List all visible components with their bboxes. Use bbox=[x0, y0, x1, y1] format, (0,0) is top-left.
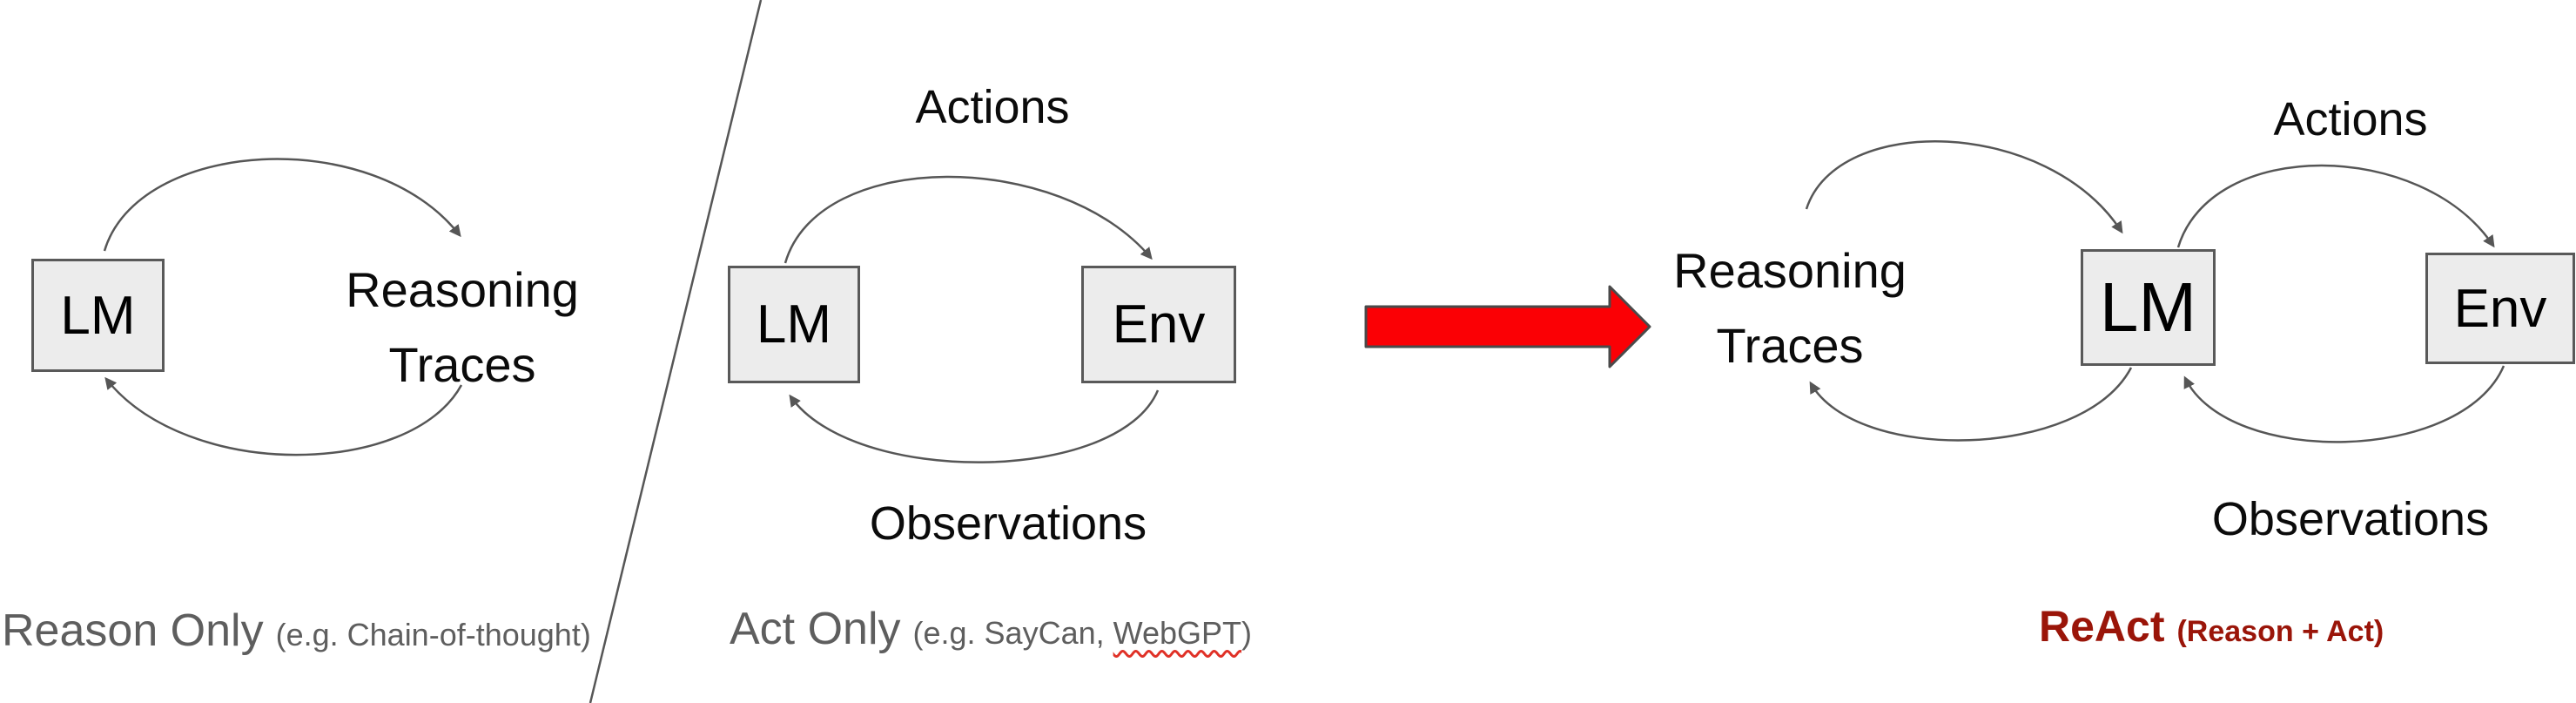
env-node-label: Env bbox=[1112, 294, 1206, 355]
reason-loop-top-arc bbox=[103, 158, 461, 252]
react-lm-node: LM bbox=[2081, 249, 2216, 366]
observations-label-text: Observations bbox=[869, 497, 1147, 550]
act-loop-actions-arc bbox=[784, 175, 1153, 264]
act-only-caption: Act Only (e.g. SayCan, WebGPT) bbox=[730, 603, 1252, 655]
lm-node-label: LM bbox=[2099, 268, 2197, 346]
react-reasoning-traces-line2: Traces bbox=[1716, 318, 1864, 373]
react-caption-detail: (Reason + Act) bbox=[2176, 615, 2384, 648]
act-only-caption-detail: (e.g. SayCan, WebGPT) bbox=[913, 615, 1253, 652]
lm-node-label: LM bbox=[60, 285, 136, 346]
react-caption: ReAct (Reason + Act) bbox=[2039, 601, 2384, 652]
react-env-node: Env bbox=[2425, 253, 2575, 364]
actions-label-text: Actions bbox=[915, 81, 1070, 133]
reasoning-traces-line1: Reasoning bbox=[346, 262, 579, 317]
reasoning-traces-line2: Traces bbox=[388, 337, 536, 392]
react-actions-label-text: Actions bbox=[2273, 93, 2428, 145]
reason-only-caption-detail: (e.g. Chain-of-thought) bbox=[275, 617, 591, 652]
reason-only-caption-main: Reason Only bbox=[2, 605, 264, 656]
act-only-lm-node: LM bbox=[728, 266, 860, 383]
actions-label: Actions bbox=[884, 80, 1101, 134]
react-actions-label: Actions bbox=[2242, 92, 2459, 146]
act-loop-observations-arc bbox=[789, 389, 1160, 463]
react-reasoning-traces-label: Reasoning Traces bbox=[1659, 233, 1920, 383]
reasoning-traces-label: Reasoning Traces bbox=[332, 253, 593, 402]
panel-separator-line bbox=[589, 0, 763, 703]
react-act-loop-observations-arc bbox=[2183, 365, 2505, 443]
react-caption-main: ReAct bbox=[2039, 602, 2165, 651]
react-reasoning-traces-line1: Reasoning bbox=[1673, 243, 1907, 298]
reason-only-caption: Reason Only (e.g. Chain-of-thought) bbox=[2, 605, 591, 657]
act-only-caption-detail-suffix: ) bbox=[1241, 615, 1252, 651]
env-node-label: Env bbox=[2453, 278, 2547, 339]
red-block-arrow-icon bbox=[1364, 285, 1651, 368]
reason-loop-bottom-arc bbox=[104, 376, 463, 456]
act-only-env-node: Env bbox=[1081, 266, 1236, 383]
reason-only-lm-node: LM bbox=[31, 259, 165, 372]
react-observations-label: Observations bbox=[2187, 492, 2514, 546]
react-reason-loop-bottom-arc bbox=[1809, 367, 2133, 442]
act-only-caption-detail-prefix: (e.g. SayCan, bbox=[912, 615, 1113, 651]
act-only-caption-main: Act Only bbox=[730, 604, 901, 654]
react-observations-label-text: Observations bbox=[2211, 493, 2490, 545]
act-only-caption-webgpt: WebGPT bbox=[1113, 615, 1241, 651]
lm-node-label: LM bbox=[756, 294, 832, 355]
react-reason-loop-top-arc bbox=[1805, 140, 2123, 234]
observations-label: Observations bbox=[844, 497, 1172, 551]
react-act-loop-actions-arc bbox=[2176, 164, 2495, 248]
